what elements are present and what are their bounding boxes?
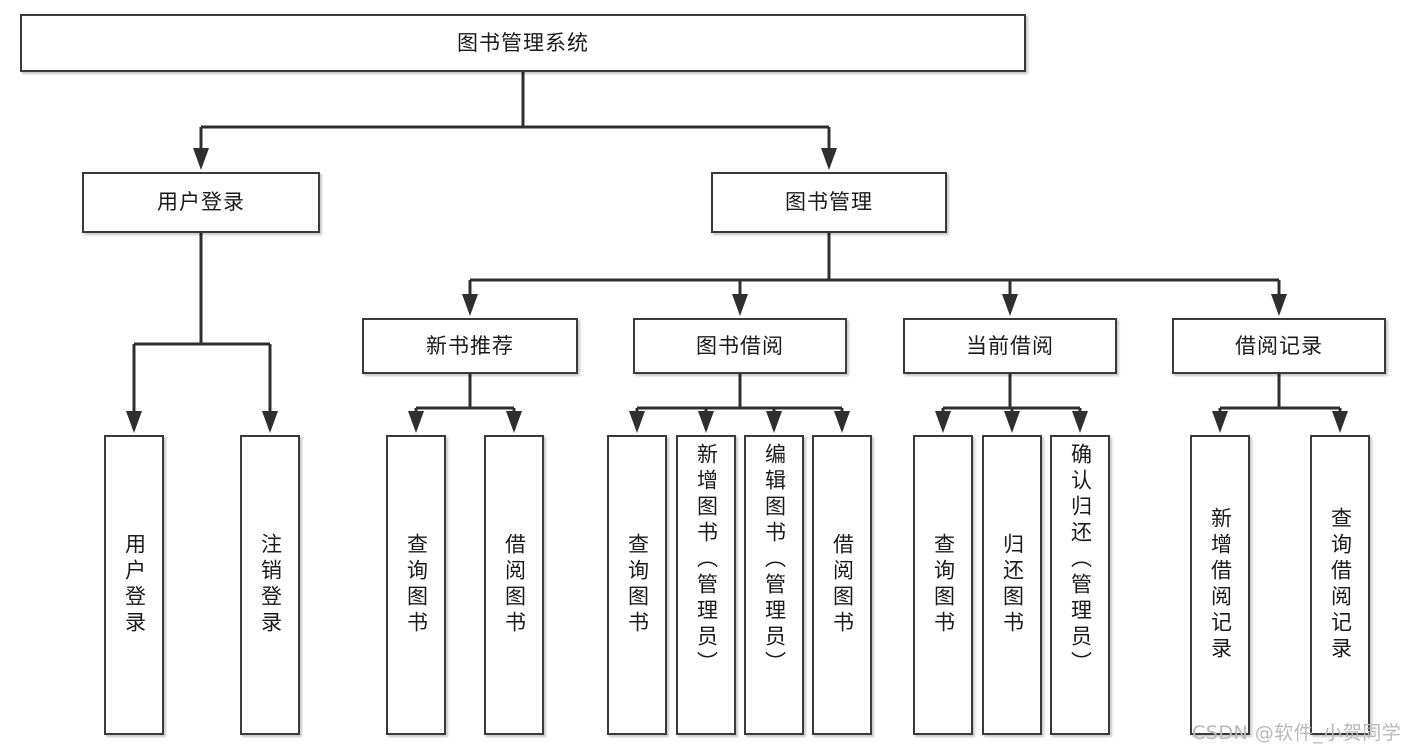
arrowhead-icon (834, 411, 850, 433)
arrowhead-icon (1212, 411, 1228, 433)
node-label-leaf-rec-query: 查询图书 (404, 533, 429, 637)
node-leaf-br-add[interactable]: 新增借阅记录 (1190, 435, 1250, 735)
arrowhead-icon (262, 411, 278, 433)
node-label-book-manage: 图书管理 (785, 190, 873, 215)
arrowhead-icon (126, 411, 142, 433)
node-leaf-cb-return[interactable]: 归还图书 (982, 435, 1042, 735)
node-label-current-borrow: 当前借阅 (966, 333, 1054, 358)
node-label-leaf-bb-edit: 编辑图书（管理员） (762, 443, 787, 677)
node-label-user-login: 用户登录 (157, 190, 245, 215)
node-current-borrow[interactable]: 当前借阅 (903, 318, 1117, 374)
arrowhead-icon (1332, 411, 1348, 433)
node-leaf-cb-query[interactable]: 查询图书 (913, 435, 973, 735)
csdn-watermark: CSDN @软件_小贺同学 (1192, 722, 1402, 744)
node-label-book-borrow: 图书借阅 (696, 333, 784, 358)
node-label-leaf-bb-borrow: 借阅图书 (830, 533, 855, 637)
node-new-book-rec[interactable]: 新书推荐 (362, 318, 578, 374)
node-label-leaf-user-login: 用户登录 (122, 533, 147, 637)
node-label-leaf-logout: 注销登录 (258, 533, 283, 637)
arrowhead-icon (1002, 294, 1018, 316)
arrowhead-icon (1072, 411, 1088, 433)
node-label-leaf-cb-return: 归还图书 (1000, 533, 1025, 637)
node-book-manage[interactable]: 图书管理 (711, 172, 947, 233)
node-label-leaf-bb-add: 新增图书（管理员） (694, 443, 719, 677)
node-leaf-br-query[interactable]: 查询借阅记录 (1310, 435, 1370, 735)
node-label-borrow-record: 借阅记录 (1235, 333, 1323, 358)
node-label-leaf-br-add: 新增借阅记录 (1208, 507, 1233, 663)
node-borrow-record[interactable]: 借阅记录 (1172, 318, 1386, 374)
node-leaf-rec-query[interactable]: 查询图书 (386, 435, 446, 735)
node-leaf-bb-query[interactable]: 查询图书 (607, 435, 667, 735)
node-leaf-user-login[interactable]: 用户登录 (104, 435, 164, 735)
arrowhead-icon (698, 411, 714, 433)
arrowhead-icon (462, 294, 478, 316)
arrowhead-icon (732, 294, 748, 316)
arrowhead-icon (766, 411, 782, 433)
node-book-borrow[interactable]: 图书借阅 (633, 318, 847, 374)
arrowhead-icon (506, 411, 522, 433)
node-leaf-bb-edit[interactable]: 编辑图书（管理员） (744, 435, 804, 735)
arrowhead-icon (935, 411, 951, 433)
node-label-new-book-rec: 新书推荐 (426, 333, 514, 358)
arrowhead-icon (408, 411, 424, 433)
node-label-root: 图书管理系统 (457, 30, 589, 55)
arrowhead-icon (1271, 294, 1287, 316)
node-leaf-bb-borrow[interactable]: 借阅图书 (812, 435, 872, 735)
node-leaf-bb-add[interactable]: 新增图书（管理员） (676, 435, 736, 735)
arrowhead-icon (1004, 411, 1020, 433)
node-leaf-rec-borrow[interactable]: 借阅图书 (484, 435, 544, 735)
node-user-login[interactable]: 用户登录 (82, 172, 320, 233)
arrowhead-icon (821, 148, 837, 170)
node-label-leaf-bb-query: 查询图书 (625, 533, 650, 637)
node-label-leaf-cb-confirm: 确认归还（管理员） (1068, 443, 1093, 677)
node-leaf-cb-confirm[interactable]: 确认归还（管理员） (1050, 435, 1110, 735)
node-label-leaf-rec-borrow: 借阅图书 (502, 533, 527, 637)
node-label-leaf-br-query: 查询借阅记录 (1328, 507, 1353, 663)
node-root[interactable]: 图书管理系统 (20, 14, 1026, 72)
node-label-leaf-cb-query: 查询图书 (931, 533, 956, 637)
arrowhead-icon (193, 148, 209, 170)
arrowhead-icon (629, 411, 645, 433)
node-leaf-logout[interactable]: 注销登录 (240, 435, 300, 735)
